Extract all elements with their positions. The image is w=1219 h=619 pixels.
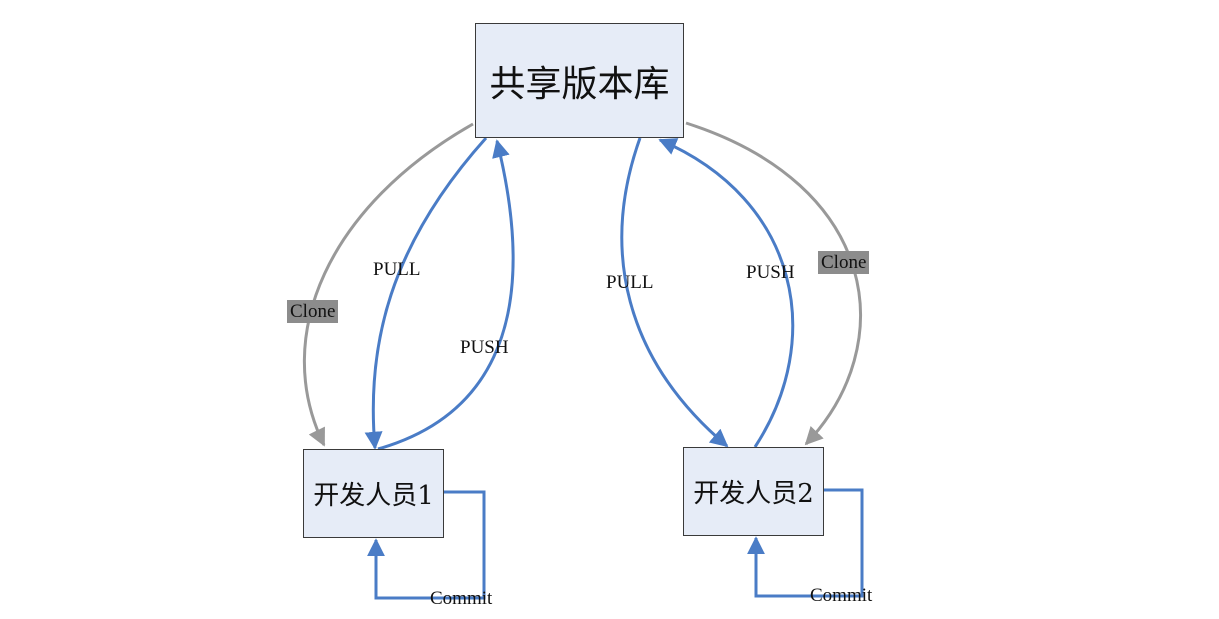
shared-repository-node: 共享版本库 — [475, 23, 684, 138]
developer-1-label: 开发人员1 — [313, 481, 434, 511]
clone-label-right: Clone — [818, 251, 870, 274]
commit-label-left: Commit — [430, 588, 493, 609]
commit-label-right: Commit — [810, 585, 873, 606]
push-arrow-left — [377, 139, 515, 451]
pull-arrow-left — [364, 136, 488, 450]
developer-2-node: 开发人员2 — [683, 447, 824, 536]
pull-label-right: PULL — [606, 272, 654, 293]
developer-2-label: 开发人员2 — [693, 479, 814, 509]
clone-label-left: Clone — [287, 300, 339, 323]
push-label-left: PUSH — [460, 337, 509, 358]
push-label-right: PUSH — [746, 262, 795, 283]
commit-loop-left — [367, 490, 486, 600]
shared-repository-label: 共享版本库 — [489, 63, 670, 105]
developer-1-node: 开发人员1 — [303, 449, 444, 538]
pull-label-left: PULL — [373, 259, 421, 280]
pull-arrow-right — [620, 137, 729, 448]
clone-arrow-left — [302, 122, 474, 447]
commit-loop-right — [747, 488, 864, 598]
push-arrow-right — [658, 138, 795, 448]
